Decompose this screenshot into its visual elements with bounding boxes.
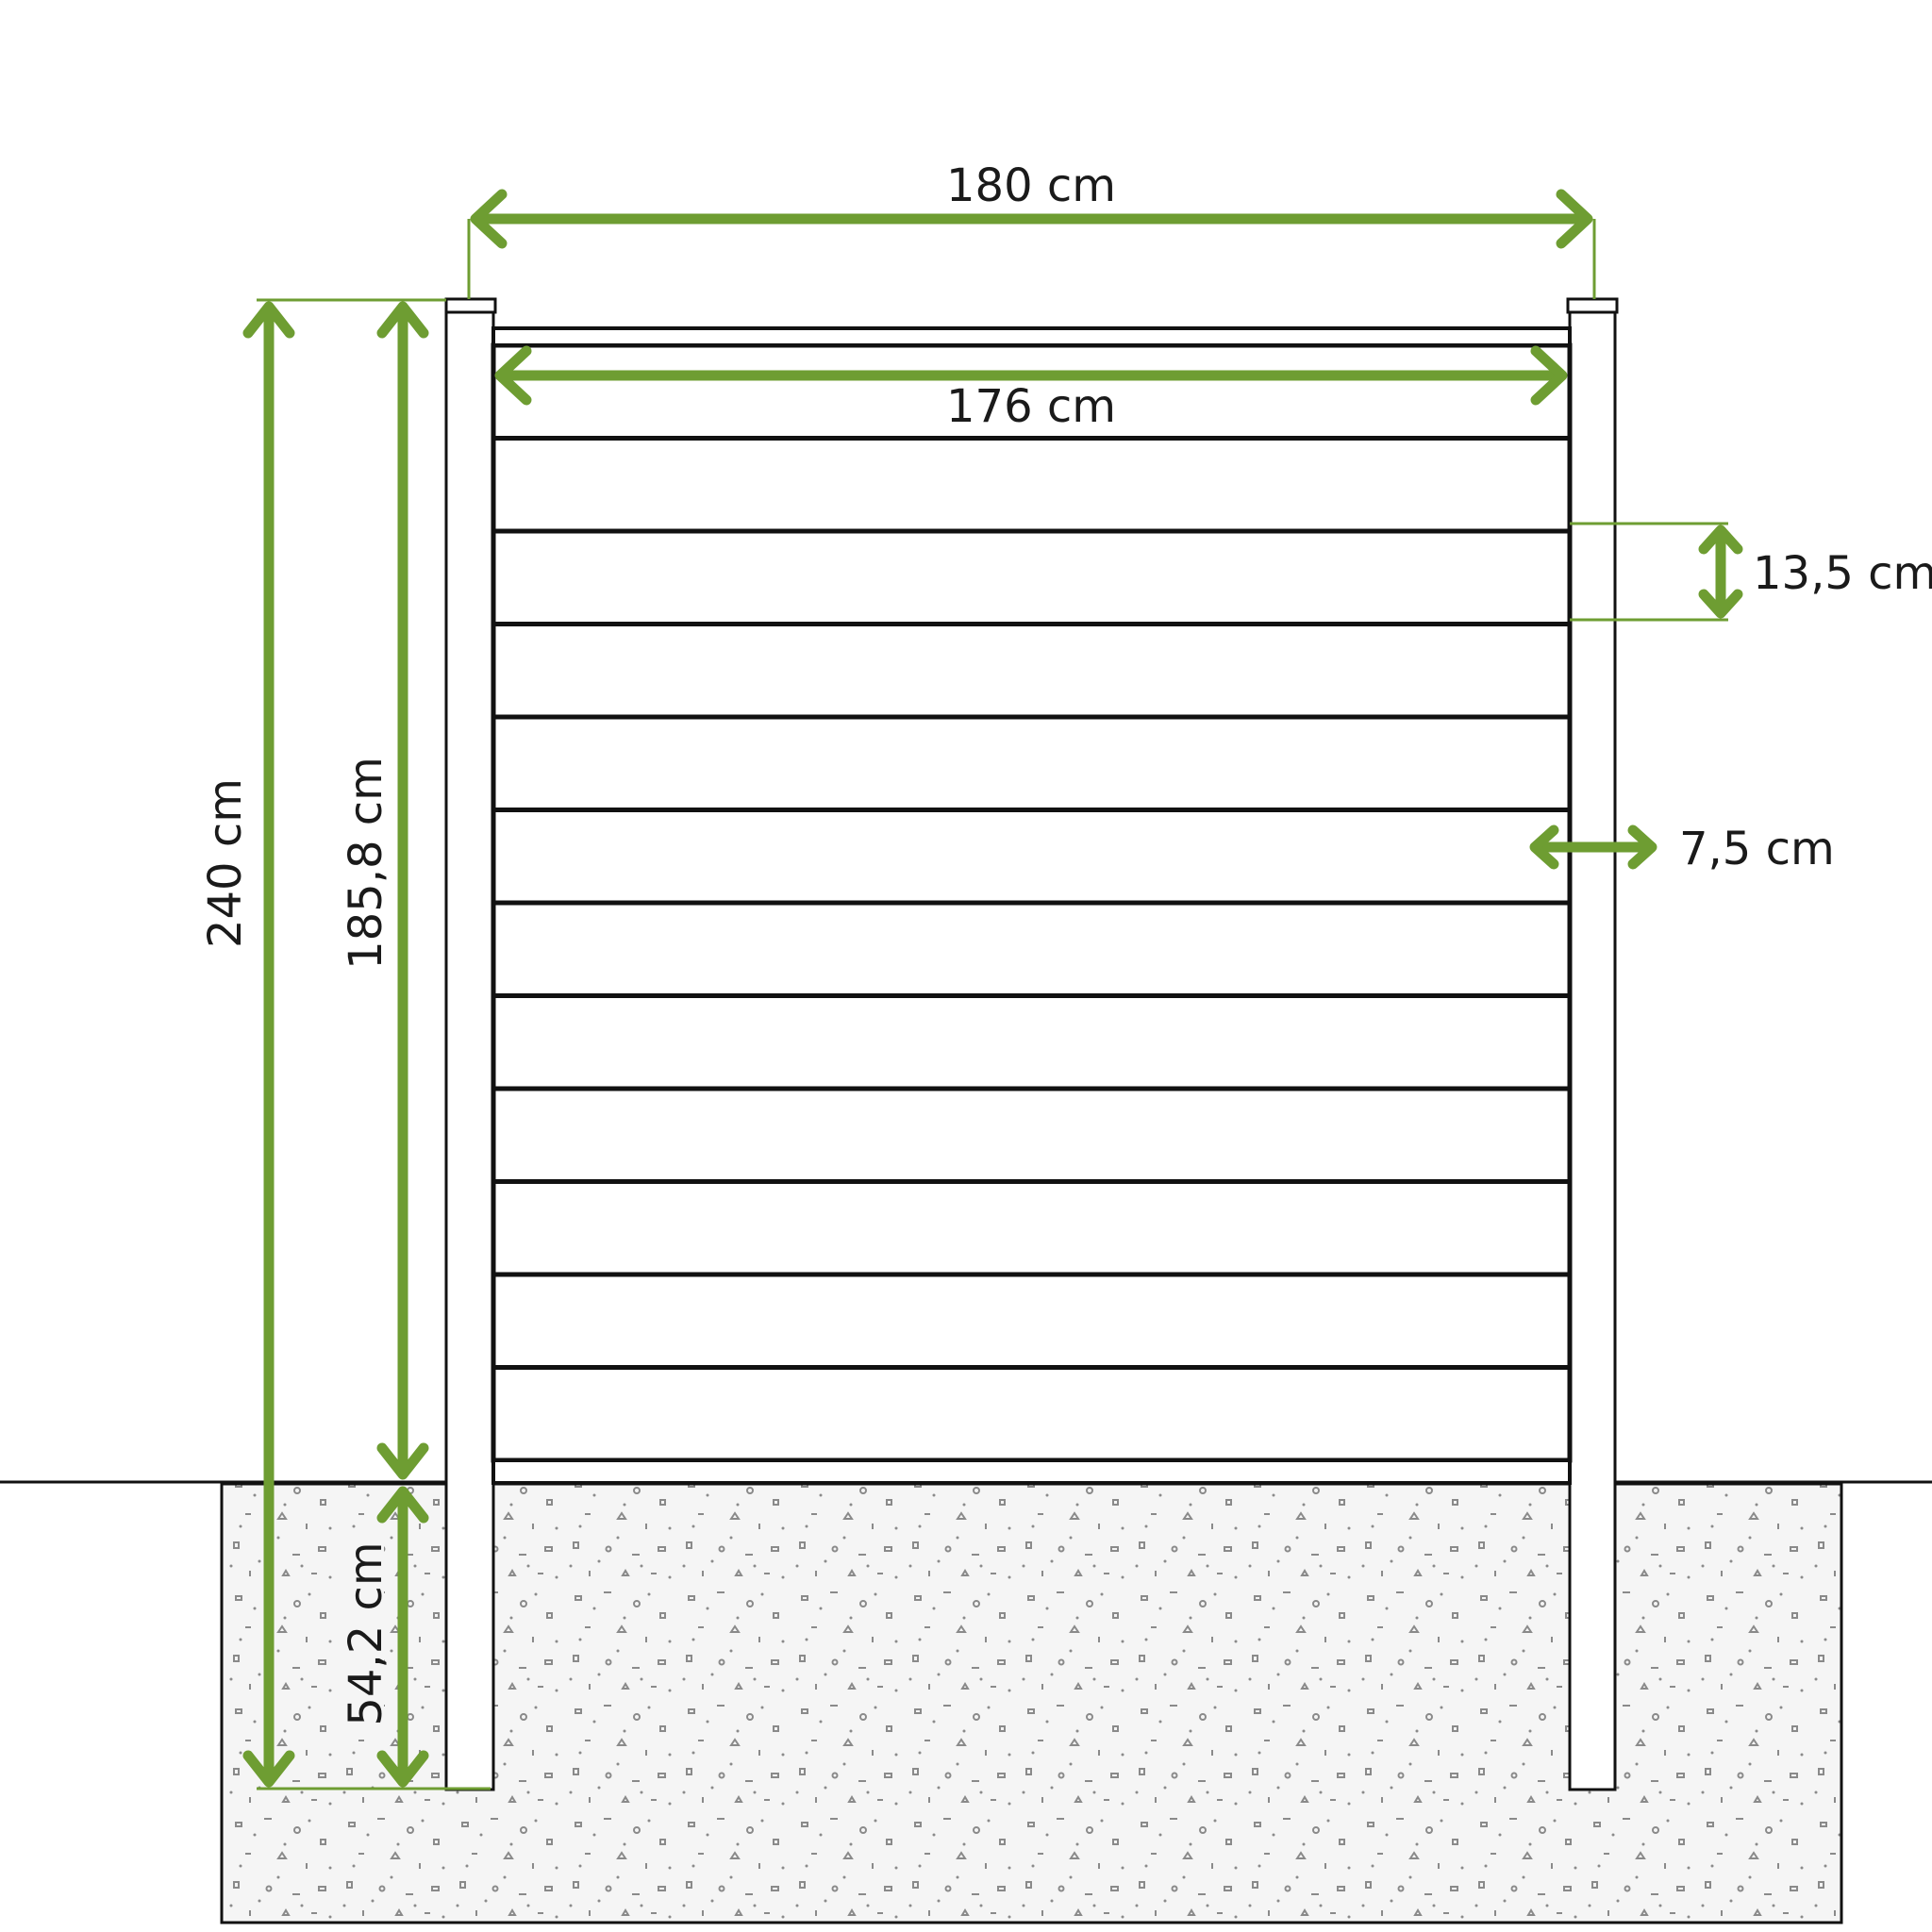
dim-185-8-label: 185,8 cm: [340, 757, 392, 970]
dim-7-5-arrowhead-right: [1627, 824, 1657, 870]
dim-240-arrowhead-top: [242, 301, 295, 339]
dim-180-arrowhead-right: [1556, 189, 1593, 249]
dim-54-2-arrowhead-bottom: [376, 1750, 429, 1788]
fence-board: [491, 808, 1573, 906]
dim-13-5-label: 13,5 cm: [1753, 547, 1932, 600]
dim-54-2-arrowhead-top: [376, 1486, 429, 1524]
fence-board: [491, 436, 1573, 534]
top-rail: [491, 326, 1572, 347]
dim-240-arrowhead-bottom: [242, 1750, 295, 1788]
dim-7-5-arrowhead-left: [1529, 824, 1559, 870]
dim-240-label: 240 cm: [199, 778, 252, 948]
fence-board: [491, 622, 1573, 720]
fence-panel: [491, 342, 1573, 1463]
dim-13-5-arrowhead-bottom: [1698, 589, 1743, 619]
dim-54-2-label: 54,2 cm: [340, 1541, 392, 1725]
fence-board: [491, 1179, 1573, 1277]
left-post: [444, 297, 495, 1791]
dim-176-label: 176 cm: [946, 380, 1116, 433]
fence-board: [491, 1086, 1573, 1184]
fence-board: [491, 1365, 1573, 1463]
dim-180-label: 180 cm: [946, 159, 1116, 212]
dim-185-8-arrowhead-bottom: [376, 1442, 429, 1480]
fence-board: [491, 1272, 1573, 1370]
dim-185-8-arrowhead-top: [376, 301, 429, 339]
right-post-cap: [1566, 297, 1619, 314]
dim-13-5-arrowhead-top: [1698, 525, 1743, 555]
bottom-rail: [491, 1458, 1572, 1485]
dim-7-5-label: 7,5 cm: [1679, 823, 1835, 875]
left-post-cap: [444, 297, 497, 314]
fence-board: [491, 993, 1573, 1091]
dim-176-arrowhead-left: [494, 345, 532, 406]
dim-180-arrowhead-left: [470, 189, 508, 249]
dim-176-arrowhead-right: [1530, 345, 1568, 406]
dim-54-2-label-bg: [335, 1533, 384, 1731]
fence-board: [491, 528, 1573, 626]
fence-board: [491, 714, 1573, 812]
fence-board: [491, 900, 1573, 998]
